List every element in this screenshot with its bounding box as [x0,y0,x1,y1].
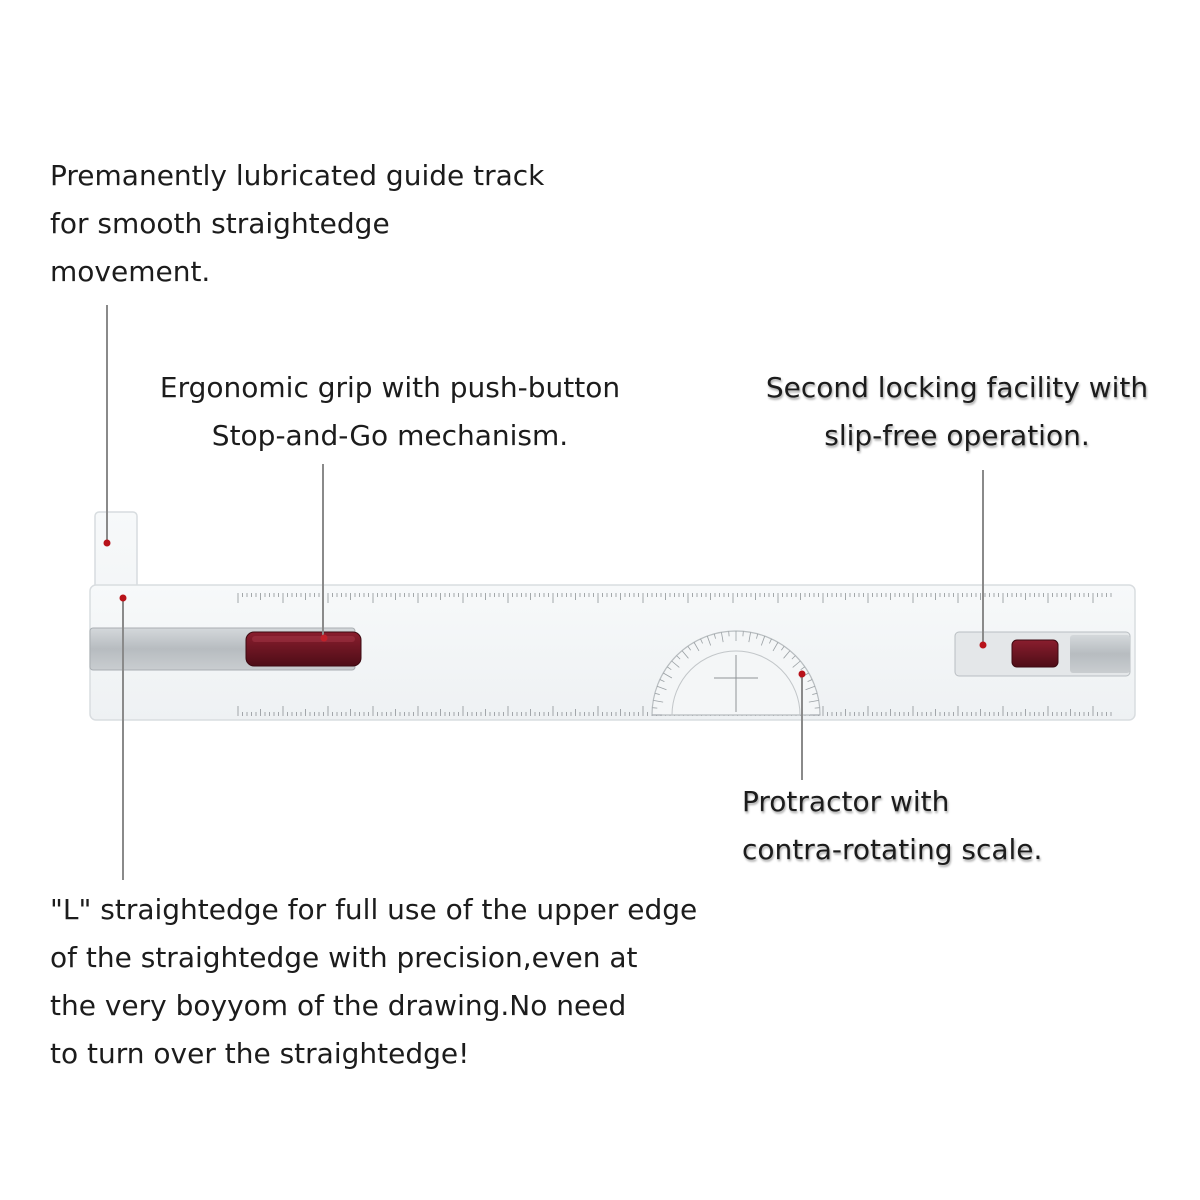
protractor-tick [666,666,672,671]
protractor-tick [687,645,692,651]
dot-protractor [798,670,806,678]
protractor-tick [800,666,806,671]
callout-grip: Ergonomic grip with push-button Stop-and… [140,364,640,460]
top-scale [237,593,1112,603]
protractor-tick [700,638,703,644]
second-lock-button[interactable] [1011,639,1059,668]
protractor-tick [721,632,724,643]
protractor-tick [807,679,813,682]
protractor-tick [663,672,673,679]
protractor-tick [783,650,791,659]
callout-grip-line-2: Stop-and-Go mechanism. [211,419,569,452]
callout-l-straightedge: "L" straightedge for full use of the upp… [50,886,697,1078]
protractor-tick [780,645,785,651]
protractor-tick [706,635,712,646]
protractor-tick [693,642,700,652]
protractor-tick [769,638,772,644]
callout-guide-track-line-3: movement. [50,255,211,288]
protractor [651,630,821,716]
protractor-tick [681,650,689,659]
protractor-tick [676,655,681,660]
protractor-tick [772,642,779,652]
protractor-tick [805,685,816,691]
callout-second-lock-line-2: slip-free operation. [824,419,1090,452]
dot-second-lock [979,641,987,649]
protractor-tick [659,679,665,682]
second-lock-rail [1070,635,1130,673]
callout-protractor-line-2: contra-rotating scale. [742,833,1043,866]
protractor-tick [756,633,759,639]
protractor-tick [713,633,716,639]
dot-grip [320,634,328,642]
protractor-tick [808,700,819,703]
protractor-tick [791,655,796,660]
protractor-tick [656,685,667,691]
callout-l-straightedge-line-4: to turn over the straightedge! [50,1037,470,1070]
callout-l-straightedge-line-2: of the straightedge with precision,even … [50,941,638,974]
callout-protractor-line-1: Protractor with [742,785,950,818]
callout-guide-track-line-2: for smooth straightedge [50,207,390,240]
callout-guide-track: Premanently lubricated guide track for s… [50,152,544,296]
protractor-tick [654,692,660,695]
callout-grip-line-1: Ergonomic grip with push-button [159,371,621,404]
protractor-tick [653,700,664,703]
protractor-tick [760,635,766,646]
protractor-tick [812,692,818,695]
protractor-tick [792,660,801,668]
grip-highlight [252,636,355,642]
callout-protractor: Protractor with contra-rotating scale. [742,778,1042,874]
protractor-tick [671,660,680,668]
callout-l-straightedge-line-3: the very boyyom of the drawing.No need [50,989,627,1022]
callout-second-lock: Second locking facility with slip-free o… [752,364,1162,460]
dot-guide-track [103,539,111,547]
callout-second-lock-line-1: Second locking facility with [765,371,1149,404]
protractor-tick [748,632,751,643]
dot-l-straightedge [119,594,127,602]
callout-guide-track-line-1: Premanently lubricated guide track [50,159,545,192]
callout-l-straightedge-line-1: "L" straightedge for full use of the upp… [50,893,698,926]
